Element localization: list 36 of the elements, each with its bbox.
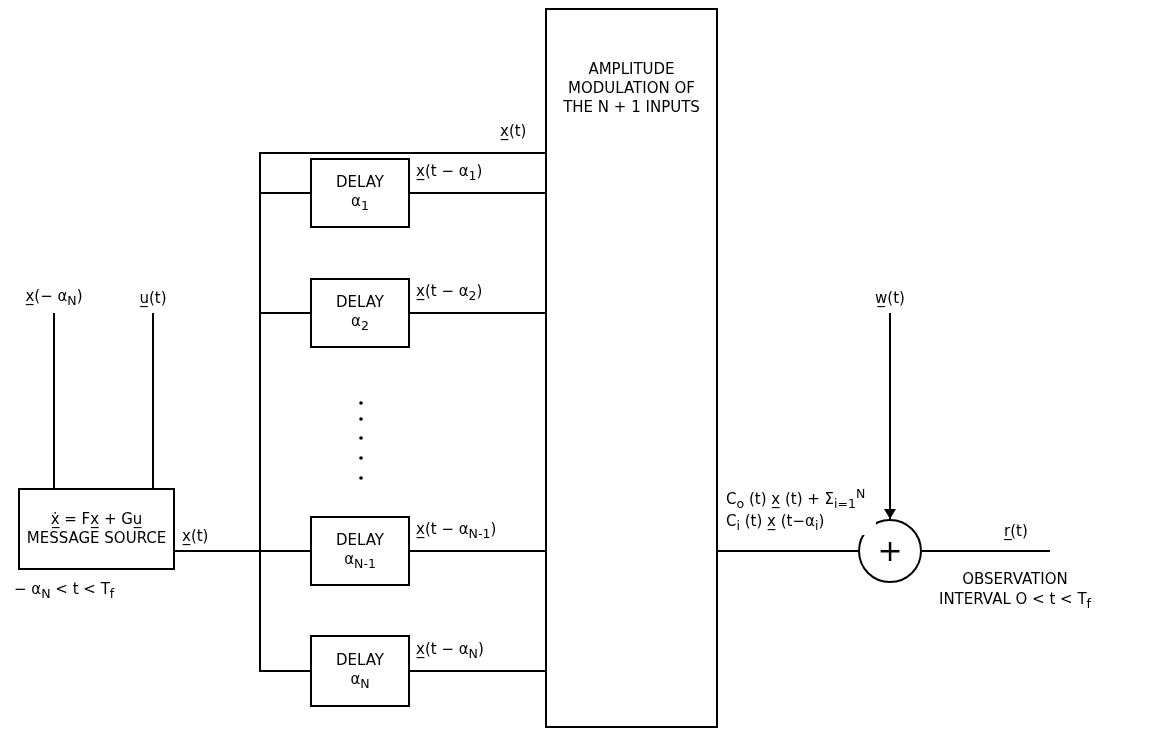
block-parameter: α$_{N}$ [350,669,370,692]
signal-label: u̲(t) [123,283,183,313]
connector-line [409,670,546,672]
block-box [310,516,410,586]
arrow [884,312,896,520]
signal-label: x̲(t) [182,527,209,547]
signal-label: x̲(− α$_{N}$) [6,283,102,313]
block-title: AMPLITUDE MODULATION OF THE N + 1 INPUTS [562,60,701,117]
summing-junction: + [858,519,922,583]
connector-line [409,550,546,552]
block-parameter: α$_{2}$ [351,311,369,334]
node-caption: OBSERVATION INTERVAL O < t < T$_{f}$ [937,570,1092,612]
block-title: DELAY [336,292,384,312]
node-caption: − α$_{N}$ < t < T$_{f}$ [14,580,116,603]
block-title: DELAY [336,172,384,192]
signal-label: w̲(t) [860,283,920,313]
block-box [310,158,410,228]
block-parameter: MESSAGE SOURCE [26,529,167,548]
connector-line [152,312,154,489]
block-title: ẋ̲ = Fx̲ + Gu̲ [50,510,143,529]
connector-line [717,550,859,552]
block-parameter: α$_{N-1}$ [344,549,376,572]
block-box [310,278,410,348]
connector-line [921,550,1051,552]
block-parameter: α$_{1}$ [351,191,369,214]
edge-label: x̲(t) [500,122,527,142]
edge-label: r̲(t) [1004,522,1028,542]
connector-line [409,312,546,314]
block-box [18,488,175,570]
connector-line [174,550,311,672]
block-title: DELAY [336,650,384,670]
connector-line [53,312,55,489]
block-title: DELAY [336,530,384,550]
connector-line [409,192,546,194]
modulator-box [545,8,718,728]
block-box [310,635,410,707]
